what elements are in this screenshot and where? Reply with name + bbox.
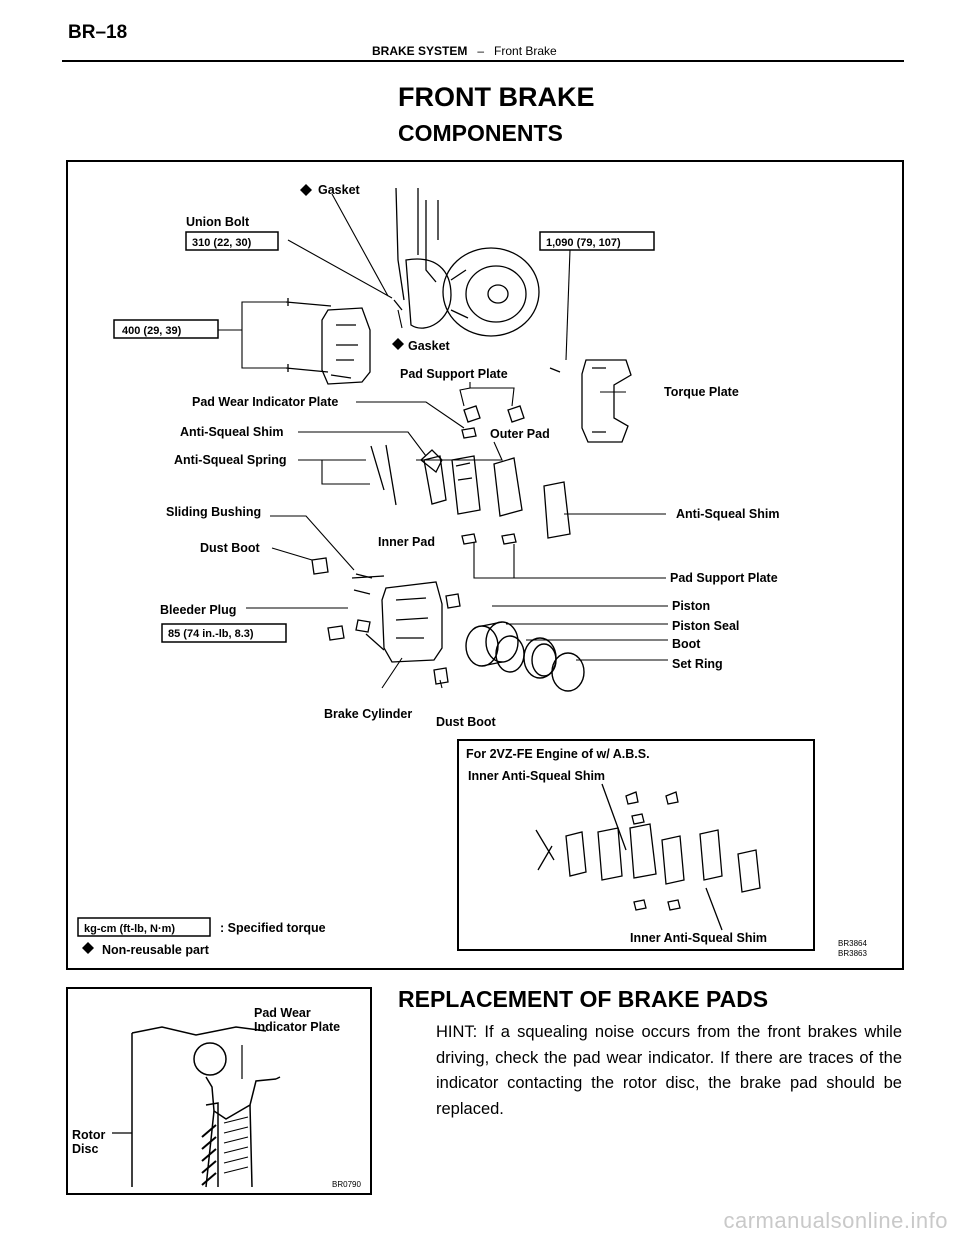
- replacement-heading: REPLACEMENT OF BRAKE PADS: [398, 986, 769, 1012]
- hint-paragraph: HINT: If a squealing noise occurs from t…: [436, 1023, 902, 1118]
- header-section: BRAKE SYSTEM: [372, 44, 468, 58]
- leader-lines: [218, 193, 668, 689]
- torque-bleeder: 85 (74 in.-lb, 8.3): [168, 628, 254, 640]
- torque-caliper: 400 (29, 39): [122, 325, 182, 337]
- header-dash: –: [477, 44, 485, 58]
- section-title: COMPONENTS: [398, 120, 563, 146]
- legend-unit-label: kg-cm (ft-lb, N·m): [84, 923, 175, 935]
- page-number: BR–18: [68, 22, 128, 43]
- header-subsection: Front Brake: [494, 44, 557, 58]
- running-header: BRAKE SYSTEM–Front Brake: [372, 44, 557, 58]
- inset-2vz-fe: For 2VZ-FE Engine of w/ A.B.S. Inner Ant…: [457, 739, 815, 951]
- label-bleeder-plug: Bleeder Plug: [160, 603, 236, 617]
- torque-box-torque-plate: [539, 231, 655, 251]
- label-gasket-lower: Gasket: [408, 339, 451, 353]
- inset-title: For 2VZ-FE Engine of w/ A.B.S.: [466, 747, 650, 761]
- watermark: carmanualsonline.info: [723, 1208, 948, 1233]
- label-dust-boot-left: Dust Boot: [200, 541, 261, 555]
- torque-box-bleeder: [161, 623, 287, 643]
- brake-cylinder-drawing: [311, 557, 461, 685]
- piston-parts-drawing: [465, 621, 585, 692]
- label-pad-wear: Pad Wear: [254, 1006, 311, 1020]
- label-torque-plate: Torque Plate: [664, 385, 739, 399]
- legend-non-reusable: Non-reusable part: [102, 943, 210, 957]
- label-outer-pad: Outer Pad: [490, 427, 550, 441]
- brake-pad-hatch: [201, 1124, 217, 1186]
- pad-wear-indicator-diagram: Pad Wear Indicator Plate Rotor Disc BR07…: [66, 987, 372, 1195]
- label-union-bolt: Union Bolt: [186, 215, 250, 229]
- label-gasket-top: Gasket: [318, 183, 361, 197]
- label-brake-cylinder: Brake Cylinder: [324, 707, 412, 721]
- label-anti-squeal-shim-left: Anti-Squeal Shim: [180, 425, 283, 439]
- legend-specified-torque: : Specified torque: [220, 921, 326, 935]
- label-pad-support-plate-bottom: Pad Support Plate: [670, 571, 778, 585]
- caliper-upper-drawing: [285, 298, 371, 385]
- label-anti-squeal-shim-right: Anti-Squeal Shim: [676, 507, 779, 521]
- inset-inner-shim-top: Inner Anti-Squeal Shim: [468, 769, 605, 783]
- figure-code-2: BR3863: [838, 949, 867, 958]
- torque-union-bolt: 310 (22, 30): [192, 237, 252, 249]
- page-title: FRONT BRAKE: [398, 82, 595, 112]
- label-indicator-plate: Indicator Plate: [254, 1020, 340, 1034]
- figure-code-1: BR3864: [838, 939, 867, 948]
- label-pad-wear-indicator-plate: Pad Wear Indicator Plate: [192, 395, 338, 409]
- label-inner-pad: Inner Pad: [378, 535, 435, 549]
- label-sliding-bushing: Sliding Bushing: [166, 505, 261, 519]
- label-anti-squeal-spring: Anti-Squeal Spring: [174, 453, 287, 467]
- torque-box-caliper: [113, 319, 219, 339]
- label-pad-support-plate-top: Pad Support Plate: [400, 367, 508, 381]
- inset-inner-shim-bottom: Inner Anti-Squeal Shim: [630, 931, 767, 945]
- diamond-icon: [300, 184, 312, 196]
- torque-plate-drawing: [549, 359, 632, 443]
- pads-shims-drawing: [370, 405, 571, 545]
- legend-unit-box: [77, 917, 211, 937]
- label-boot: Boot: [672, 637, 701, 651]
- diamond-icon: [82, 942, 94, 954]
- label-disc: Disc: [72, 1142, 98, 1156]
- label-set-ring: Set Ring: [672, 657, 723, 671]
- torque-torque-plate: 1,090 (79, 107): [546, 237, 621, 249]
- label-dust-boot-bottom: Dust Boot: [436, 715, 497, 729]
- components-diagram: Gasket Union Bolt 310 (22, 30) 1,090 (79…: [66, 160, 904, 970]
- diamond-icon: [392, 338, 404, 350]
- torque-box-union: [185, 231, 279, 251]
- header-rule: [62, 60, 904, 62]
- label-piston-seal: Piston Seal: [672, 619, 739, 633]
- knuckle-rotor-drawing: [393, 187, 540, 337]
- label-piston: Piston: [672, 599, 710, 613]
- label-rotor: Rotor: [72, 1128, 105, 1142]
- figure-code: BR0790: [332, 1180, 361, 1189]
